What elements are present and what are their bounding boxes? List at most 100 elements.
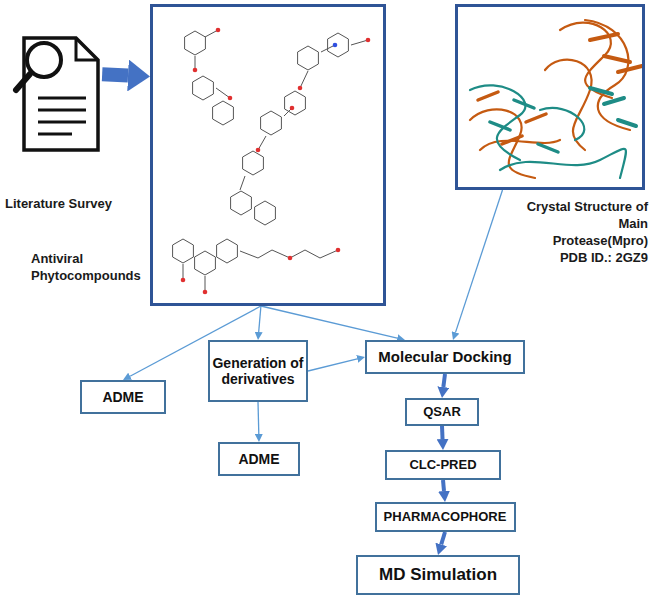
molecule-structures: [183, 264, 184, 280]
protein-ribbon: [590, 88, 612, 94]
atom-dots: [181, 28, 371, 295]
document-icon: [38, 109, 86, 112]
box-text-group: ADME: [102, 389, 143, 405]
compound-frame: Antiviral Phytocompounds: [150, 4, 386, 306]
heading-label: Literature Survey: [5, 196, 135, 213]
box-text-group: QSAR: [423, 405, 461, 420]
box-label: ADME: [238, 451, 279, 467]
box-label: Generation of derivatives: [210, 355, 306, 387]
heading-label: Crystal Structure of Main Protease(Mpro)…: [526, 199, 648, 267]
process-box: Molecular Docking: [365, 340, 525, 374]
heading-label: Antiviral Phytocompounds: [31, 251, 151, 285]
protein-ribbon: [470, 85, 525, 160]
molecule-structures: [258, 136, 266, 150]
flow-arrow: [441, 532, 445, 544]
box-text-group: PHARMACOPHORE: [384, 510, 507, 525]
process-box: ADME: [80, 380, 166, 414]
protein-ribbon: [604, 98, 624, 104]
document-icon: [76, 38, 98, 60]
atom-dots: [366, 38, 371, 43]
flow-arrow: [443, 480, 444, 491]
box-text-group: CLC-PRED: [409, 458, 476, 473]
atom-dots: [288, 256, 293, 261]
molecule-structures: [255, 201, 276, 225]
molecule-structures: [298, 46, 319, 70]
process-box: ADME: [218, 442, 300, 476]
box-label: QSAR: [423, 405, 461, 420]
flow-arrow: [456, 190, 503, 332]
survey-icon: Literature Survey: [10, 28, 105, 153]
process-box: CLC-PRED: [385, 450, 501, 480]
atom-dots: [336, 248, 341, 253]
protein-ribbon: [502, 136, 522, 144]
protein-ribbon: [500, 149, 626, 178]
molecule-structures: [231, 191, 252, 215]
protein-ribbon: [470, 20, 630, 178]
molecule-structures: [205, 276, 206, 292]
box-label: ADME: [102, 389, 143, 405]
protein-ribbon: [545, 60, 592, 150]
protein-ribbon: [490, 122, 510, 130]
molecule-structures: [173, 30, 368, 292]
molecule-structures: [300, 71, 308, 88]
flow-arrow: [261, 306, 397, 338]
protein-ribbon: [590, 34, 618, 40]
molecule-structures: [321, 45, 335, 52]
box-text-group: ADME: [238, 451, 279, 467]
atom-dots: [256, 148, 261, 153]
molecule-structures: [261, 111, 282, 135]
document-icon: [24, 38, 98, 150]
protein-ribbon: [470, 20, 642, 178]
molecule-structures: [195, 251, 216, 275]
atom-dots: [290, 106, 295, 111]
protein-ribbon: [478, 92, 498, 100]
protein-ribbon: [618, 66, 642, 72]
molecule-structures: [285, 91, 306, 115]
molecule-structures: [193, 76, 214, 100]
box-text-group: Molecular Docking: [378, 348, 511, 365]
flow-arrow: [257, 402, 259, 434]
protein-ribbon: [514, 100, 534, 108]
molecule-structures: [185, 31, 206, 55]
molecule-structures: [328, 33, 349, 57]
atom-dots: [298, 86, 303, 91]
protein-ribbon: [538, 144, 558, 152]
flow-arrow: [102, 74, 128, 75]
process-box: QSAR: [405, 398, 479, 426]
protein-ribbon: [478, 34, 642, 152]
protein-ribbon: [618, 120, 636, 126]
process-box: PHARMACOPHORE: [375, 502, 516, 532]
protein-ribbon: [604, 56, 630, 62]
box-text-group: Generation of derivatives: [210, 355, 306, 387]
atom-dots: [228, 96, 233, 101]
molecule-structures: [173, 239, 194, 263]
process-box: MD Simulation: [356, 555, 520, 595]
flow-arrow: [308, 359, 357, 371]
box-text-group: MD Simulation: [379, 565, 497, 585]
flow-arrow: [440, 426, 445, 439]
process-box: Generation of derivatives: [208, 340, 308, 402]
molecule-structures: [240, 176, 245, 190]
atom-dots: [333, 43, 338, 48]
document-icon: [16, 74, 30, 90]
flow-arrow: [443, 374, 445, 387]
document-icon: [38, 133, 72, 136]
box-label: PHARMACOPHORE: [384, 510, 507, 525]
box-label: MD Simulation: [379, 565, 497, 585]
flow-arrow: [259, 306, 261, 332]
molecule-structures: [213, 101, 234, 125]
box-label: CLC-PRED: [409, 458, 476, 473]
box-label: Molecular Docking: [378, 348, 511, 365]
atom-dots: [181, 278, 186, 283]
molecule-structures: [243, 151, 264, 175]
atom-dots: [216, 28, 221, 33]
document-icon: [16, 38, 98, 150]
molecule-structures: [351, 40, 368, 45]
molecule-structures: [216, 88, 230, 98]
arrow-head: [102, 74, 502, 544]
atom-dots: [193, 68, 198, 73]
protein-ribbon: [526, 114, 546, 122]
molecule-structures: [217, 239, 238, 263]
protein-frame: Crystal Structure of Main Protease(Mpro)…: [455, 4, 645, 190]
